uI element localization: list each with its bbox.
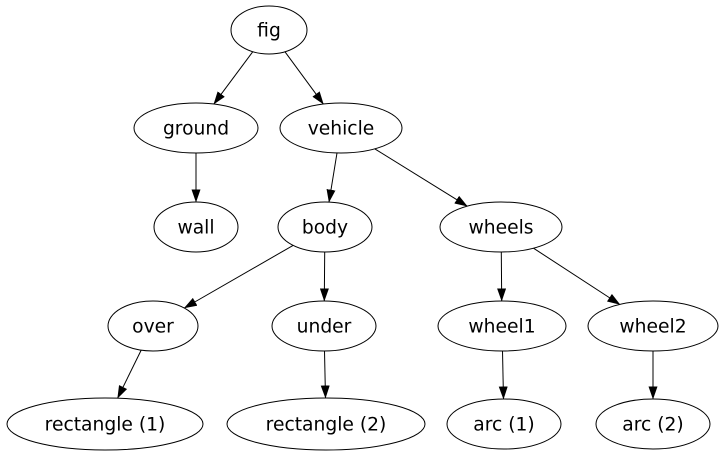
- node-label-wheel2: wheel2: [619, 317, 686, 338]
- node-vehicle: vehicle: [279, 102, 403, 154]
- edge-fig-ground: [213, 51, 254, 105]
- node-label-rectangle1: rectangle (1): [45, 415, 166, 436]
- node-rectangle2: rectangle (2): [226, 397, 426, 451]
- node-body: body: [277, 201, 373, 253]
- node-ellipse-wall: [153, 201, 239, 253]
- node-ellipse-vehicle: [279, 102, 403, 154]
- node-label-body: body: [302, 218, 348, 239]
- node-ellipse-body: [277, 201, 373, 253]
- edge-wheel1-arc1: [498, 350, 508, 400]
- node-wheel2: wheel2: [587, 300, 719, 352]
- edge-under-rectangle2: [320, 350, 330, 399]
- node-ellipse-wheel1: [437, 300, 567, 352]
- node-ellipse-over: [107, 300, 199, 352]
- node-ellipse-wheel2: [587, 300, 719, 352]
- node-rectangle1: rectangle (1): [6, 397, 204, 451]
- node-ellipse-under: [271, 300, 377, 352]
- node-label-wheel1: wheel1: [468, 317, 535, 338]
- node-label-ground: ground: [163, 119, 229, 140]
- edge-fig-vehicle: [284, 51, 324, 105]
- node-ground: ground: [133, 102, 259, 154]
- edge-body-over: [183, 244, 294, 309]
- node-label-wall: wall: [177, 218, 214, 239]
- edge-vehicle-wheels: [374, 148, 468, 207]
- node-label-wheels: wheels: [468, 218, 533, 239]
- edge-wheels-wheel2: [533, 247, 621, 305]
- node-ellipse-fig: [230, 5, 308, 55]
- node-label-arc2: arc (2): [622, 415, 683, 436]
- node-fig: fig: [230, 5, 308, 55]
- node-ellipse-ground: [133, 102, 259, 154]
- node-label-fig: fig: [257, 21, 281, 42]
- node-wall: wall: [153, 201, 239, 253]
- node-ellipse-rectangle1: [6, 397, 204, 451]
- node-wheel1: wheel1: [437, 300, 567, 352]
- node-over: over: [107, 300, 199, 352]
- node-arc2: arc (2): [595, 398, 711, 450]
- node-ellipse-rectangle2: [226, 397, 426, 451]
- node-ellipse-arc1: [446, 398, 562, 450]
- node-label-vehicle: vehicle: [308, 119, 375, 140]
- node-ellipse-arc2: [595, 398, 711, 450]
- node-arc1: arc (1): [446, 398, 562, 450]
- node-wheels: wheels: [439, 201, 563, 253]
- node-ellipse-wheels: [439, 201, 563, 253]
- node-label-over: over: [132, 317, 174, 338]
- node-label-arc1: arc (1): [473, 415, 534, 436]
- node-label-rectangle2: rectangle (2): [266, 415, 387, 436]
- node-under: under: [271, 300, 377, 352]
- edge-over-rectangle1: [117, 349, 142, 399]
- edge-vehicle-body: [326, 152, 338, 203]
- node-label-under: under: [297, 317, 352, 338]
